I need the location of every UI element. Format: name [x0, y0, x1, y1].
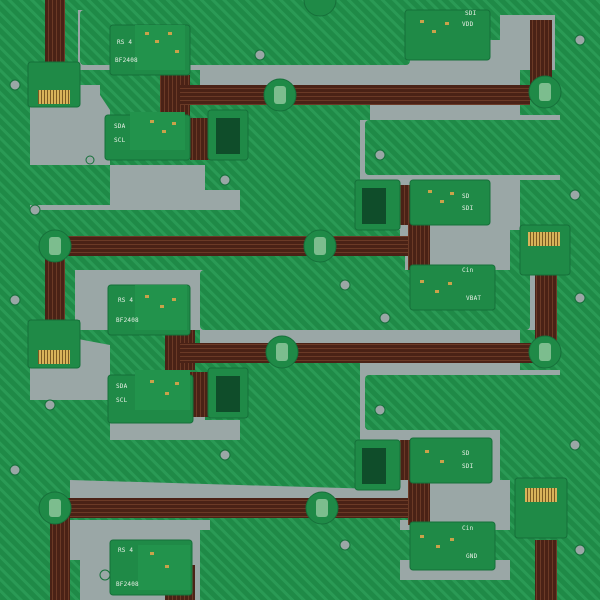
silk-part-2: BF2408: [116, 317, 139, 324]
silk-scl-2: SCL: [116, 397, 128, 404]
silk-rs-2: RS 4: [118, 297, 133, 304]
connector-boards: [207, 109, 401, 491]
silk-rs-1: RS 4: [117, 39, 132, 46]
silk-sda-2: SDA: [116, 383, 128, 390]
components: [145, 20, 454, 568]
silkscreen: RS 4 BF2408 SDA SCL SDI VDD SD SDI Cin V…: [114, 10, 481, 588]
gold-finger-tabs: [27, 61, 571, 539]
silk-gnd-1: GND: [466, 553, 478, 560]
silk-cin-2: Cin: [462, 525, 474, 532]
silk-sdi-1: SDI: [465, 10, 477, 17]
silk-sdi-3: SDI: [462, 463, 474, 470]
silk-vbat-1: VBAT: [466, 295, 481, 302]
silk-part-3: BF2408: [116, 581, 139, 588]
silk-sdi-2: SDI: [462, 205, 474, 212]
pad-windows: [49, 83, 551, 517]
silk-scl-1: SCL: [114, 137, 126, 144]
tooling-holes: [9, 34, 586, 581]
silk-rs-3: RS 4: [118, 547, 133, 554]
silk-cin-1: Cin: [462, 267, 474, 274]
silk-sd-1: SD: [462, 193, 470, 200]
silk-sd-2: SD: [462, 450, 470, 457]
silk-sda-1: SDA: [114, 123, 126, 130]
silk-part-1: BF2408: [115, 57, 138, 64]
silk-vdd-1: VDD: [462, 21, 474, 28]
